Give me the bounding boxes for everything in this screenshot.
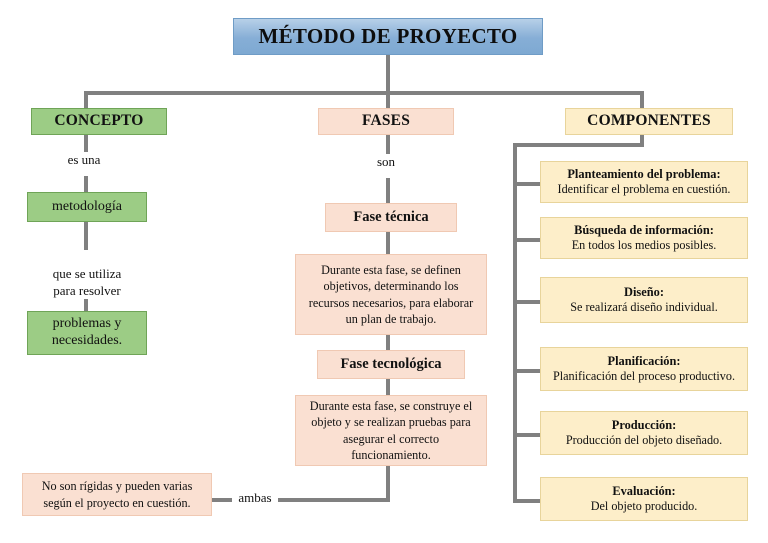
connector-componentes-elbow (513, 143, 644, 147)
node-metodologia-text: metodología (52, 198, 122, 214)
connector-main-bus (84, 91, 644, 95)
connector-title-stem (386, 53, 390, 93)
link-label-que-se-utiliza: que se utiliza para resolver (24, 250, 150, 299)
component-item-6-desc: Del objeto producido. (590, 499, 698, 514)
branch-heading-concepto-text: CONCEPTO (54, 112, 144, 130)
component-item-4: Planificación: Planificación del proceso… (540, 347, 748, 391)
component-item-1-desc: Identificar el problema en cuestión. (557, 182, 731, 197)
link-label-ambas: ambas (232, 490, 278, 507)
link-label-son: son (336, 154, 436, 171)
connector-drop-componentes (640, 91, 644, 109)
component-item-4-title: Planificación: (607, 354, 681, 368)
component-item-1-title: Planteamiento del problema: (567, 167, 721, 181)
node-fase-tecnica: Fase técnica (325, 203, 457, 232)
connector-fases-tail (386, 466, 390, 502)
connector-componentes-stub-1 (513, 182, 540, 186)
branch-heading-componentes-text: COMPONENTES (587, 112, 711, 130)
connector-concepto-1 (84, 134, 88, 154)
connector-fases-4 (386, 335, 390, 351)
connector-componentes-stub-3 (513, 300, 540, 304)
node-metodologia: metodología (27, 192, 147, 222)
connector-ambas-left (212, 498, 234, 502)
connector-componentes-bus (513, 143, 517, 503)
component-item-3-title: Diseño: (624, 285, 664, 299)
connector-fases-3 (386, 231, 390, 254)
connector-concepto-3 (84, 221, 88, 251)
connector-componentes-stub-4 (513, 369, 540, 373)
connector-fases-5 (386, 379, 390, 396)
node-fase-tecnologica-text: Fase tecnológica (340, 355, 442, 372)
link-label-que-se-utiliza-text: que se utiliza para resolver (52, 266, 122, 298)
connector-ambas-right (276, 498, 390, 502)
branch-heading-concepto: CONCEPTO (31, 108, 167, 135)
component-item-3: Diseño: Se realizará diseño individual. (540, 277, 748, 323)
diagram-title-box: MÉTODO DE PROYECTO (233, 18, 543, 55)
component-item-1: Planteamiento del problema: Identificar … (540, 161, 748, 203)
connector-fases-1 (386, 134, 390, 156)
node-fase-tecnologica-desc: Durante esta fase, se construye el objet… (295, 395, 487, 466)
link-label-son-text: son (376, 154, 396, 169)
diagram-title-text: MÉTODO DE PROYECTO (258, 24, 518, 49)
node-problemas-necesidades: problemas y necesidades. (27, 311, 147, 355)
node-ambas-note-text: No son rígidas y pueden varias según el … (41, 479, 193, 510)
link-label-es-una: es una (34, 152, 134, 169)
branch-heading-fases-text: FASES (361, 112, 411, 130)
connector-componentes-stub-2 (513, 238, 540, 242)
component-item-3-desc: Se realizará diseño individual. (570, 300, 718, 315)
component-item-2: Búsqueda de información: En todos los me… (540, 217, 748, 259)
component-item-4-desc: Planificación del proceso productivo. (552, 369, 736, 384)
connector-concepto-4 (84, 288, 88, 312)
connector-componentes-stub-6 (513, 499, 540, 503)
component-item-6-title: Evaluación: (612, 484, 676, 498)
component-item-2-title: Búsqueda de información: (574, 223, 714, 237)
connector-drop-concepto (84, 91, 88, 109)
connector-fases-2 (386, 178, 390, 203)
branch-heading-componentes: COMPONENTES (565, 108, 733, 135)
branch-heading-fases: FASES (318, 108, 454, 135)
connector-componentes-stub-5 (513, 433, 540, 437)
link-label-es-una-text: es una (67, 152, 101, 167)
component-item-6: Evaluación: Del objeto producido. (540, 477, 748, 521)
node-fase-tecnologica: Fase tecnológica (317, 350, 465, 379)
node-ambas-note: No son rígidas y pueden varias según el … (22, 473, 212, 516)
node-fase-tecnica-text: Fase técnica (353, 208, 429, 225)
link-label-ambas-text: ambas (238, 490, 272, 505)
connector-concepto-2 (84, 176, 88, 193)
connector-componentes-drop (640, 134, 644, 146)
connector-drop-fases (386, 91, 390, 109)
component-item-5: Producción: Producción del objeto diseña… (540, 411, 748, 455)
node-fase-tecnica-desc-text: Durante esta fase, se definen objetivos,… (308, 262, 474, 326)
node-problemas-necesidades-text: problemas y necesidades. (51, 316, 123, 348)
node-fase-tecnica-desc: Durante esta fase, se definen objetivos,… (295, 254, 487, 335)
node-fase-tecnologica-desc-text: Durante esta fase, se construye el objet… (309, 398, 473, 462)
component-item-5-title: Producción: (611, 418, 677, 432)
component-item-5-desc: Producción del objeto diseñado. (565, 433, 723, 448)
component-item-2-desc: En todos los medios posibles. (571, 238, 717, 253)
